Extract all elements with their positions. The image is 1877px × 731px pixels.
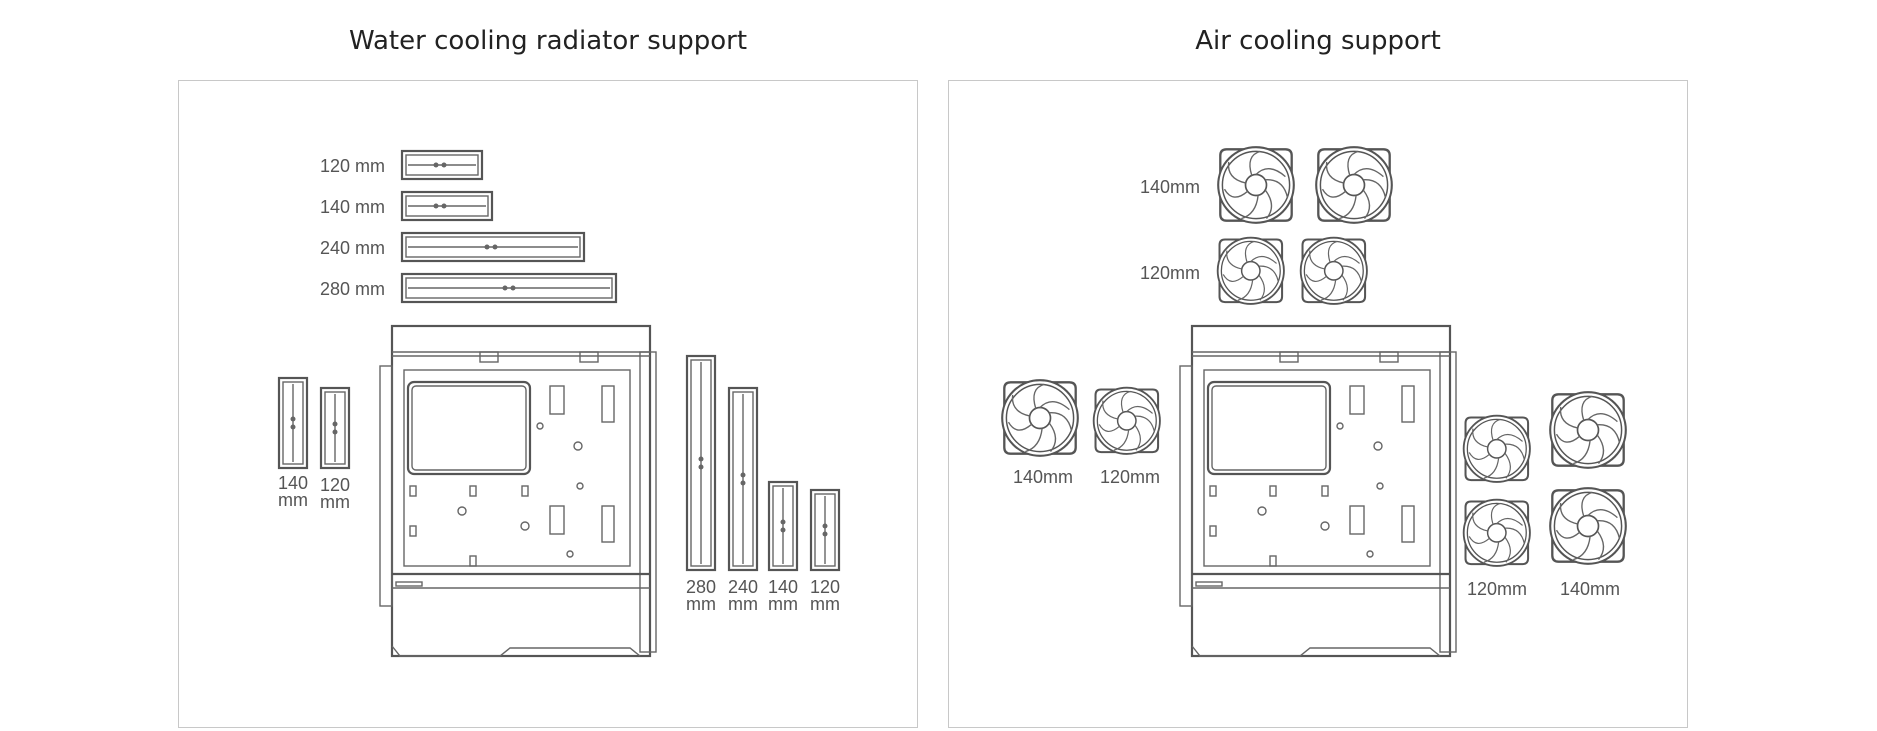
air-top-fans: 140mm 120mm — [1140, 146, 1393, 305]
radiator-label-120-top: 120 mm — [320, 156, 385, 176]
radiator-size-240-side: 240 — [728, 577, 758, 597]
radiator-icon — [400, 190, 494, 222]
air-cooling-title: Air cooling support — [1195, 26, 1441, 56]
radiator-unit-240-side: mm — [728, 594, 758, 614]
fan-icon — [1549, 391, 1627, 469]
water-side-radiators: 280 mm 240 mm 140 mm 120 mm — [685, 354, 841, 614]
radiator-icon — [809, 488, 841, 572]
radiator-icon — [685, 354, 717, 572]
radiator-size-120-front: 120 — [320, 475, 350, 495]
fan-label-120-front: 120mm — [1100, 467, 1160, 487]
radiator-size-280-side: 280 — [686, 577, 716, 597]
water-cooling-panel — [178, 80, 918, 728]
pc-case-icon — [1178, 324, 1458, 658]
fan-icon — [1462, 414, 1531, 483]
radiator-unit-140-side: mm — [768, 594, 798, 614]
pc-case-icon — [378, 324, 658, 658]
fan-icon — [1315, 146, 1393, 224]
radiator-size-140-side: 140 — [768, 577, 798, 597]
fan-label-140-front: 140mm — [1013, 467, 1073, 487]
fan-label-140-top: 140mm — [1140, 177, 1200, 197]
radiator-label-140-top: 140 mm — [320, 197, 385, 217]
fan-icon — [1462, 498, 1531, 567]
radiator-icon — [277, 376, 309, 470]
radiator-size-140-front: 140 — [278, 473, 308, 493]
fan-label-120-top: 120mm — [1140, 263, 1200, 283]
fan-icon — [1549, 487, 1627, 565]
air-side-fans: 120mm 140mm — [1462, 391, 1627, 599]
water-cooling-title: Water cooling radiator support — [348, 26, 748, 56]
fan-icon — [1217, 146, 1295, 224]
radiator-icon — [319, 386, 351, 470]
radiator-icon — [400, 231, 586, 263]
fan-label-140-side: 140mm — [1560, 579, 1620, 599]
fan-icon — [1001, 379, 1079, 457]
radiator-unit-140-front: mm — [278, 490, 308, 510]
fan-label-120-side: 120mm — [1467, 579, 1527, 599]
radiator-size-120-side: 120 — [810, 577, 840, 597]
radiator-icon — [400, 149, 484, 181]
fan-icon — [1216, 236, 1285, 305]
air-front-fans: 140mm 120mm — [1001, 379, 1161, 487]
radiator-label-240-top: 240 mm — [320, 238, 385, 258]
water-front-radiators: 140 mm 120 mm — [277, 376, 351, 512]
radiator-label-280-top: 280 mm — [320, 279, 385, 299]
radiator-unit-120-side: mm — [810, 594, 840, 614]
radiator-icon — [727, 386, 759, 572]
radiator-icon — [400, 272, 618, 304]
radiator-icon — [767, 480, 799, 572]
fan-icon — [1092, 386, 1161, 455]
fan-icon — [1299, 236, 1368, 305]
radiator-unit-280-side: mm — [686, 594, 716, 614]
water-top-radiators: 120 mm 140 mm 240 mm 280 mm — [320, 149, 618, 304]
radiator-unit-120-front: mm — [320, 492, 350, 512]
